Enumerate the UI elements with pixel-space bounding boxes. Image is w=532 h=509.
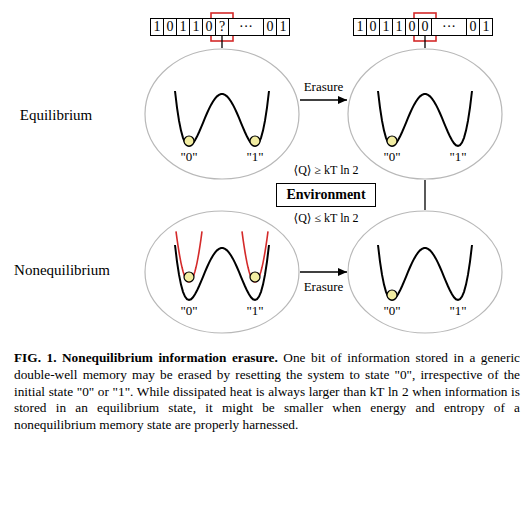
connector-line <box>425 36 426 48</box>
double-well-potentials <box>175 91 472 300</box>
trap-potential <box>176 231 202 282</box>
particle <box>387 290 397 300</box>
memory-ellipse: "0" "1" <box>144 210 300 334</box>
memory-ellipse: "0" "1" <box>347 210 503 334</box>
state-label: "1" <box>246 149 263 165</box>
bit-value: 1 <box>193 20 200 34</box>
bit-value: 1 <box>180 20 187 34</box>
heat-bound: ⟨Q⟩ ≥ kT ln 2 <box>293 163 358 178</box>
arrowhead <box>338 268 347 276</box>
ellipse-outline <box>145 211 299 333</box>
state-label: "0" <box>180 149 197 165</box>
tape-cell: 1 <box>150 18 164 36</box>
connector-line <box>425 180 426 210</box>
edge-label: Erasure <box>302 79 346 95</box>
state-label: "0" <box>383 149 400 165</box>
particle <box>250 272 260 282</box>
bit-value: 0 <box>409 20 416 34</box>
potential-curve <box>175 91 269 146</box>
tape-cell: 1 <box>379 18 393 36</box>
tape-cell: 1 <box>176 18 190 36</box>
tape-cell: 1 <box>276 18 290 36</box>
potential-curve <box>175 245 269 300</box>
state-label: "0" <box>180 303 197 319</box>
bit-value: 1 <box>483 20 490 34</box>
particle <box>387 136 397 146</box>
bit-value: 0 <box>370 20 377 34</box>
figure-caption: FIG. 1. Nonequilibrium information erasu… <box>14 350 520 434</box>
particle <box>184 136 194 146</box>
bit-value: ··· <box>239 20 253 34</box>
bit-value: 0 <box>470 20 477 34</box>
tape-cell: 0 <box>202 18 216 36</box>
bit-value: 1 <box>357 20 364 34</box>
box-title: Environment <box>286 187 365 203</box>
tape-cell: 0 <box>405 18 419 36</box>
ellipse-outline <box>347 210 503 334</box>
arrow <box>300 96 347 104</box>
row-label: Equilibrium <box>20 107 93 124</box>
state-label: "0" <box>383 303 400 319</box>
tape-cell: 1 <box>392 18 406 36</box>
state-label: "1" <box>449 149 466 165</box>
caption-lead: FIG. 1. Nonequilibrium information erasu… <box>14 350 278 365</box>
particle <box>250 136 260 146</box>
bit-value: 0 <box>167 20 174 34</box>
tape-cell: 0 <box>418 18 432 36</box>
potential-curve <box>378 245 472 300</box>
connector-path <box>221 36 222 48</box>
edge-label: Erasure <box>302 279 346 295</box>
connector-path <box>424 36 425 48</box>
bit-value: ? <box>219 20 225 34</box>
environment-box: Environment <box>276 183 375 207</box>
tape-cell: 1 <box>353 18 367 36</box>
memory-ellipse: "0" "1" <box>144 48 300 180</box>
potential-curve <box>378 91 472 146</box>
tape-cell: ? <box>215 18 229 36</box>
bit-value: ··· <box>442 20 456 34</box>
tape-cell: ··· <box>431 18 467 36</box>
state-label: "1" <box>246 303 263 319</box>
ellipse-outline <box>347 48 503 180</box>
ellipse-outline <box>145 49 299 179</box>
tape-cell: 1 <box>189 18 203 36</box>
arrowhead <box>338 96 347 104</box>
ellipse-outline <box>144 48 300 180</box>
ellipse-outline <box>144 210 300 334</box>
trap-potential <box>242 231 268 282</box>
tape-cell: ··· <box>228 18 264 36</box>
tape-cell: 0 <box>466 18 480 36</box>
bit-value: 1 <box>280 20 287 34</box>
bit-value: 1 <box>396 20 403 34</box>
memory-ellipse: "0" "1" <box>347 48 503 180</box>
connector-line <box>222 36 223 48</box>
ellipse-outline <box>348 211 502 333</box>
tape-cell: 0 <box>163 18 177 36</box>
particle <box>184 272 194 282</box>
arrow <box>300 268 347 276</box>
row-label: Nonequilibrium <box>14 262 110 279</box>
state-label: "1" <box>449 303 466 319</box>
tape-cell: 0 <box>263 18 277 36</box>
connector-path <box>424 180 425 210</box>
bit-value: 0 <box>422 20 429 34</box>
bit-value: 0 <box>267 20 274 34</box>
tape-cell: 1 <box>479 18 493 36</box>
tape-cell: 0 <box>366 18 380 36</box>
heat-bound: ⟨Q⟩ ≤ kT ln 2 <box>293 211 358 226</box>
bit-value: 1 <box>154 20 161 34</box>
bit-value: 0 <box>206 20 213 34</box>
bit-value: 1 <box>383 20 390 34</box>
ellipse-outline <box>348 49 502 179</box>
